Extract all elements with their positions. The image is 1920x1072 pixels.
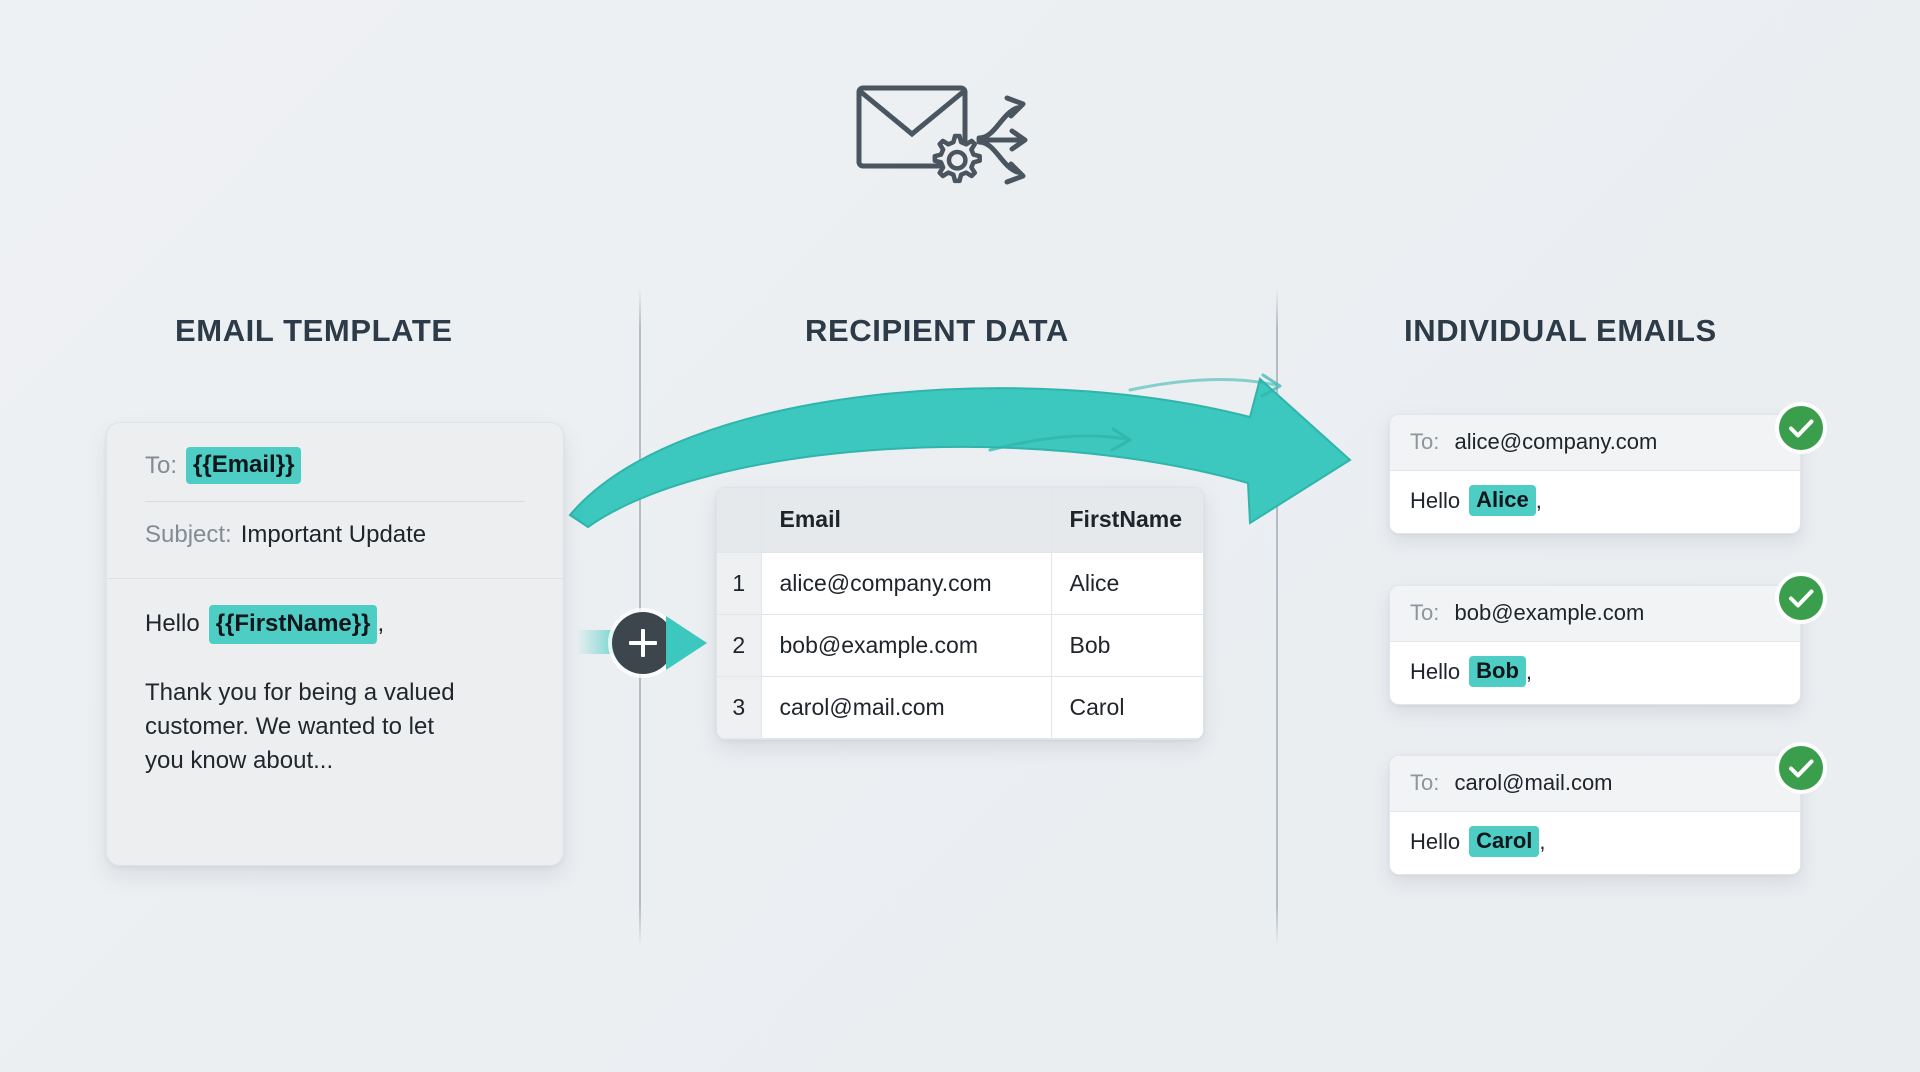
cell-firstname: Bob bbox=[1051, 614, 1203, 677]
column-divider-right bbox=[1276, 288, 1278, 946]
template-to-label: To: bbox=[145, 451, 178, 479]
template-to-row: To: {{Email}} bbox=[145, 447, 525, 485]
template-paragraph: Thank you for being a valued customer. W… bbox=[145, 678, 455, 775]
email-merged-name: Alice bbox=[1469, 485, 1536, 516]
column-header-rownum bbox=[717, 488, 762, 553]
template-greeting-label: Hello bbox=[145, 610, 200, 638]
email-to-label: To: bbox=[1410, 600, 1440, 625]
email-to-row: To: carol@mail.com bbox=[1390, 756, 1800, 812]
template-header: To: {{Email}} bbox=[107, 423, 563, 485]
cell-email: bob@example.com bbox=[761, 614, 1052, 677]
email-merged-name: Bob bbox=[1469, 656, 1526, 687]
cell-firstname: Alice bbox=[1051, 552, 1203, 615]
template-greeting-row: Hello {{FirstName}} , bbox=[145, 604, 525, 644]
template-subject-label: Subject: bbox=[145, 521, 232, 549]
email-body-row: Hello Bob , bbox=[1390, 642, 1800, 704]
email-greeting-label: Hello bbox=[1410, 487, 1461, 513]
table-row[interactable]: 1 alice@company.com Alice bbox=[717, 552, 1203, 615]
template-subject-row: Subject: Important Update bbox=[107, 502, 563, 577]
cell-email: alice@company.com bbox=[761, 552, 1052, 615]
template-greeting-comma: , bbox=[377, 610, 385, 638]
check-circle-icon bbox=[1779, 576, 1823, 620]
column-title-individual-emails: INDIVIDUAL EMAILS bbox=[1404, 313, 1717, 348]
cell-firstname: Carol bbox=[1051, 676, 1203, 739]
generated-email-card[interactable]: To: carol@mail.com Hello Carol , bbox=[1389, 755, 1801, 875]
template-to-token: {{Email}} bbox=[186, 447, 302, 485]
email-greeting-comma: , bbox=[1525, 658, 1533, 684]
column-header-firstname: FirstName bbox=[1051, 488, 1203, 553]
template-body: Hello {{FirstName}} , Thank you for bein… bbox=[107, 577, 563, 779]
email-to-value: alice@company.com bbox=[1454, 429, 1658, 454]
envelope-gear-distribute-icon bbox=[856, 85, 1028, 185]
cell-email: carol@mail.com bbox=[761, 676, 1052, 739]
column-title-recipient-data: RECIPIENT DATA bbox=[805, 313, 1069, 348]
email-merged-name: Carol bbox=[1469, 826, 1540, 857]
generated-email-card[interactable]: To: alice@company.com Hello Alice , bbox=[1389, 414, 1801, 534]
email-to-row: To: bob@example.com bbox=[1390, 586, 1800, 642]
email-to-value: carol@mail.com bbox=[1454, 770, 1613, 795]
email-greeting-label: Hello bbox=[1410, 658, 1461, 684]
merge-arrow-icon bbox=[666, 616, 707, 670]
template-subject-value: Important Update bbox=[240, 521, 427, 549]
template-divider bbox=[145, 501, 525, 503]
email-greeting-comma: , bbox=[1535, 487, 1542, 513]
row-number: 1 bbox=[717, 552, 762, 615]
email-to-label: To: bbox=[1410, 429, 1440, 454]
email-to-row: To: alice@company.com bbox=[1390, 415, 1800, 471]
row-number: 3 bbox=[717, 676, 762, 739]
table-row[interactable]: 2 bob@example.com Bob bbox=[717, 614, 1203, 677]
email-template-card[interactable]: To: {{Email}} Subject: Important Update … bbox=[106, 422, 564, 866]
table-header-row: Email FirstName bbox=[717, 488, 1203, 553]
check-circle-icon bbox=[1779, 406, 1823, 450]
merge-node[interactable] bbox=[576, 612, 707, 674]
email-body-row: Hello Carol , bbox=[1390, 812, 1800, 874]
email-to-label: To: bbox=[1410, 770, 1440, 795]
column-title-email-template: EMAIL TEMPLATE bbox=[175, 313, 453, 348]
flow-curved-arrow bbox=[568, 373, 1352, 529]
recipient-data-table[interactable]: Email FirstName 1 alice@company.com Alic… bbox=[716, 487, 1204, 740]
column-header-email: Email bbox=[761, 488, 1052, 553]
row-number: 2 bbox=[717, 614, 762, 677]
email-greeting-label: Hello bbox=[1410, 828, 1461, 854]
plus-icon[interactable] bbox=[612, 612, 674, 674]
generated-email-card[interactable]: To: bob@example.com Hello Bob , bbox=[1389, 585, 1801, 705]
check-circle-icon bbox=[1779, 746, 1823, 790]
table-row[interactable]: 3 carol@mail.com Carol bbox=[717, 676, 1203, 739]
email-to-value: bob@example.com bbox=[1454, 600, 1645, 625]
template-firstname-token: {{FirstName}} bbox=[208, 604, 378, 644]
email-greeting-comma: , bbox=[1539, 828, 1546, 854]
email-body-row: Hello Alice , bbox=[1390, 471, 1800, 533]
